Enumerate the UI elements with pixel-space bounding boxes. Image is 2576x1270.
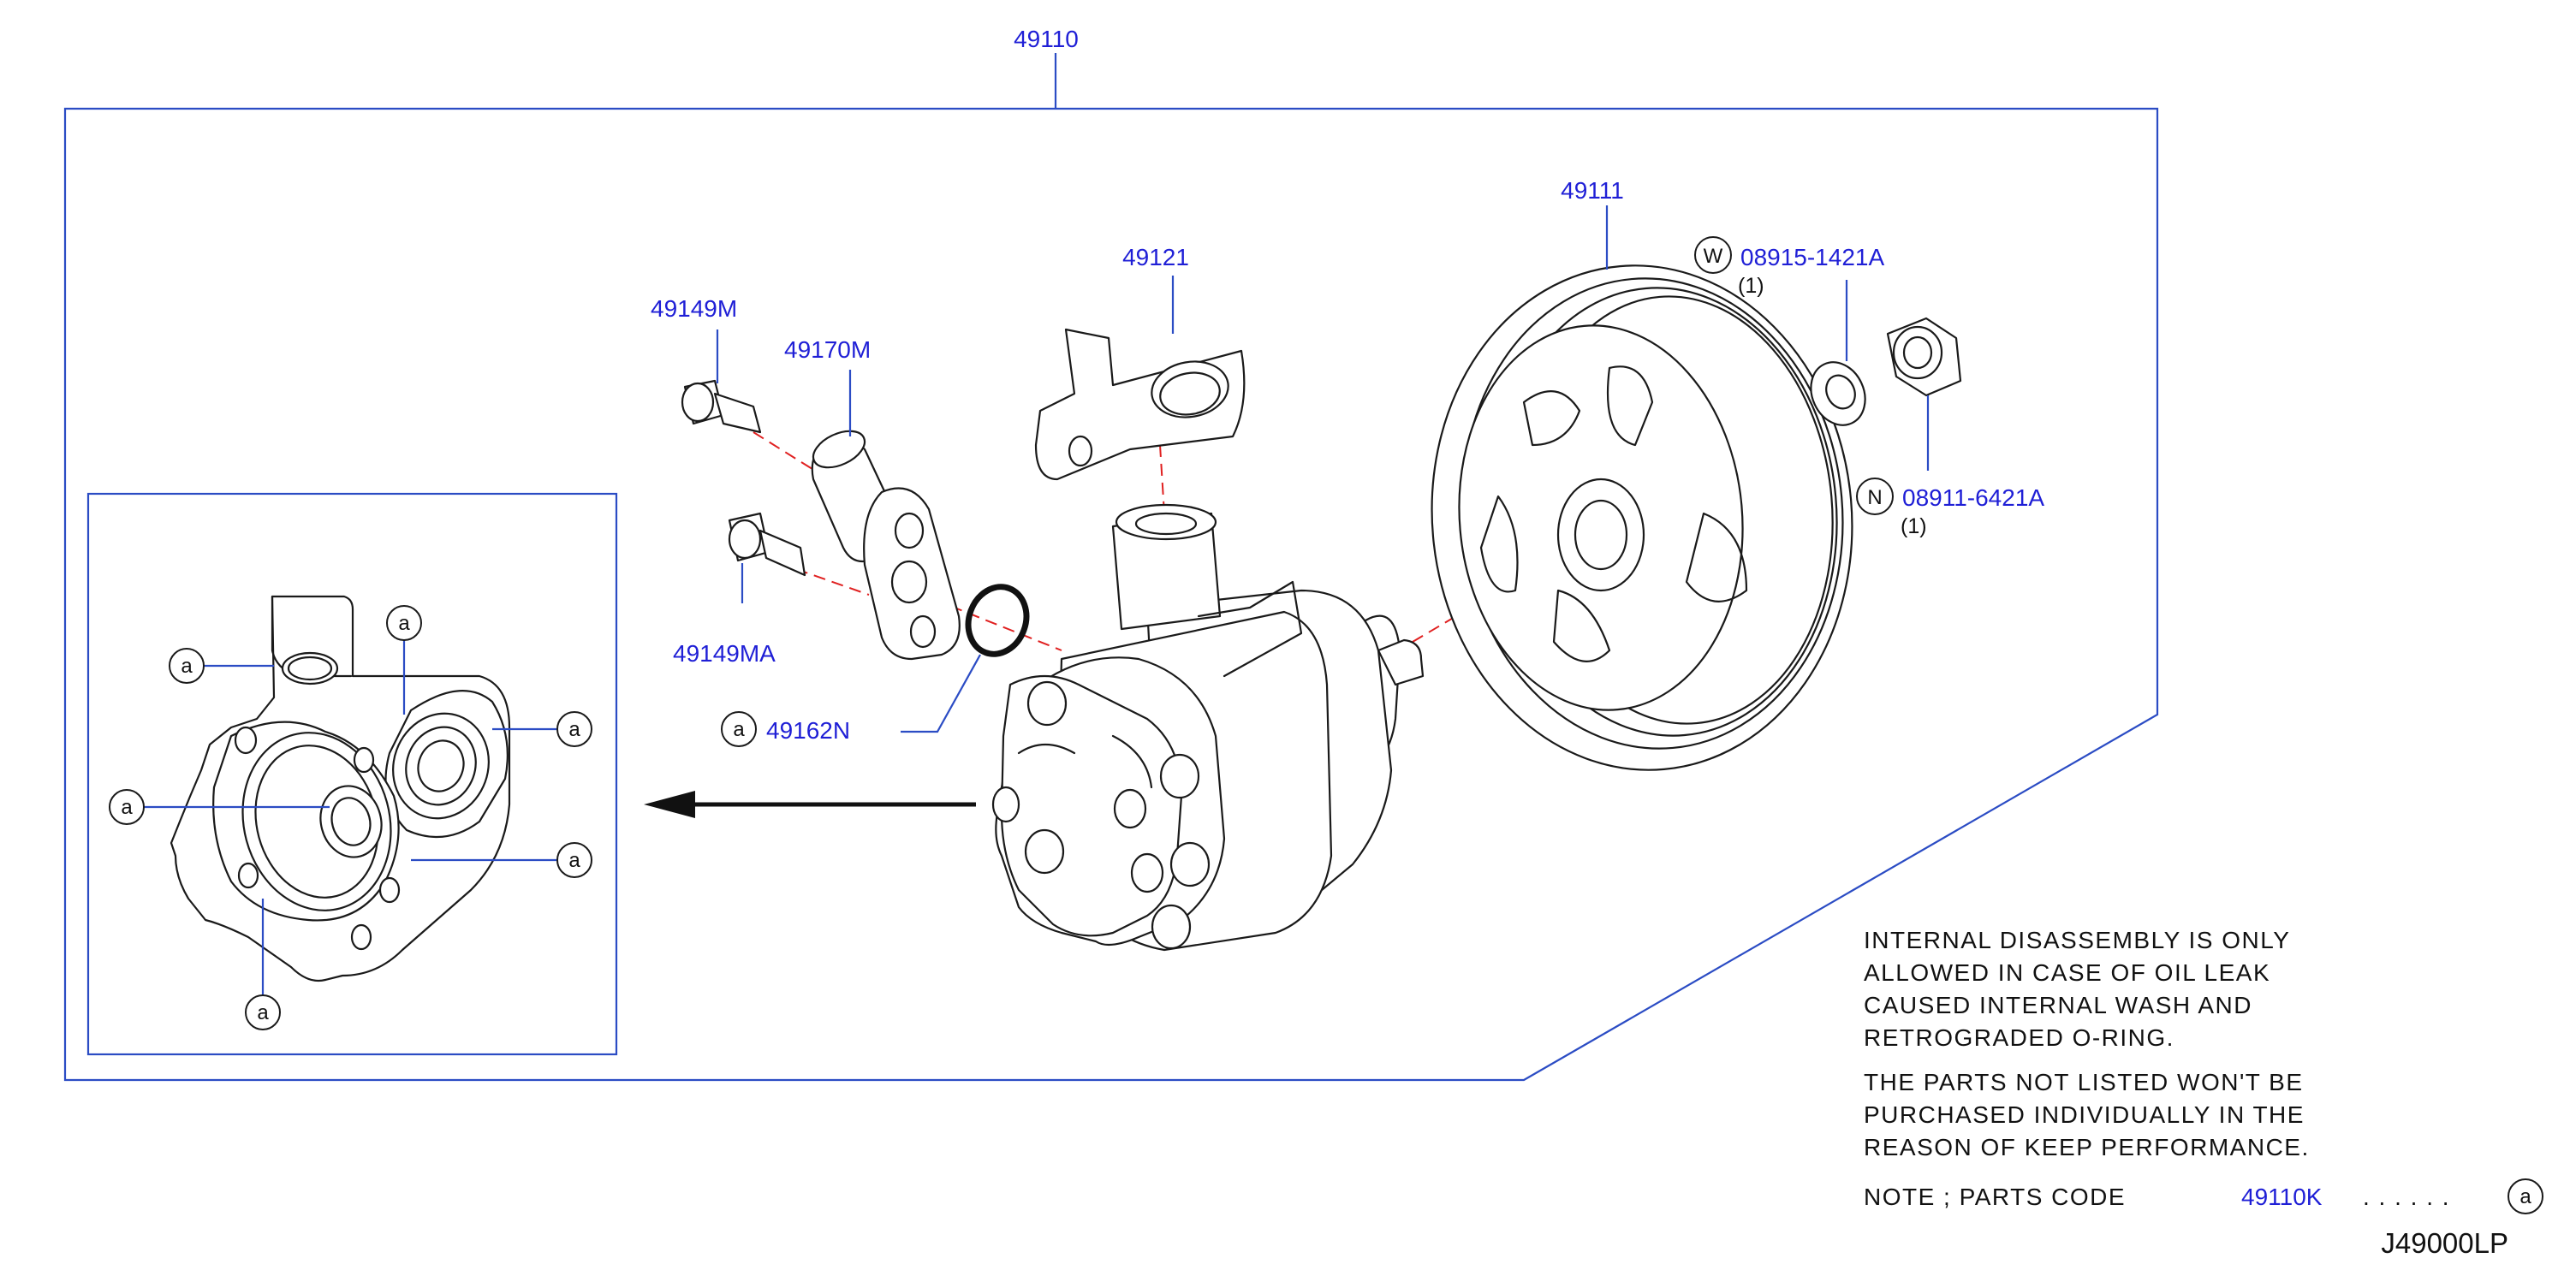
nut-symbol-icon	[1856, 478, 1894, 515]
notes-block: INTERNAL DISASSEMBLY IS ONLY ALLOWED IN …	[1864, 927, 2543, 1214]
oring-drawing	[965, 584, 1030, 657]
inset-housing-drawing	[170, 595, 511, 982]
note-line: REASON OF KEEP PERFORMANCE.	[1864, 1134, 2310, 1160]
bolt-upper-drawing	[681, 379, 762, 434]
washer-symbol-icon	[1694, 236, 1732, 274]
washer-symbol: W	[1704, 245, 1723, 268]
note-parts-code[interactable]: 49110K	[2241, 1184, 2323, 1210]
part-label-bolt-upper[interactable]: 49149M	[651, 295, 737, 322]
nut-symbol: N	[1867, 486, 1882, 509]
note-line: CAUSED INTERNAL WASH AND	[1864, 992, 2252, 1018]
detail-inset-frame	[86, 492, 618, 1056]
assembly-frame	[63, 53, 2159, 1082]
kit-marker: a	[257, 1001, 269, 1024]
note-line: PURCHASED INDIVIDUALLY IN THE	[1864, 1101, 2305, 1128]
note-parts-code-label: NOTE ; PARTS CODE	[1864, 1184, 2126, 1210]
note-line: ALLOWED IN CASE OF OIL LEAK	[1864, 959, 2270, 986]
part-qty-nut: (1)	[1901, 514, 1927, 538]
note-line: INTERNAL DISASSEMBLY IS ONLY	[1864, 927, 2290, 953]
note-dots: . . . . . .	[2363, 1184, 2450, 1210]
kit-marker: a	[733, 718, 745, 741]
diagram-code: J49000LP	[2381, 1227, 2508, 1259]
part-label-bracket[interactable]: 49121	[1122, 244, 1189, 270]
note-line: THE PARTS NOT LISTED WON'T BE	[1864, 1069, 2304, 1095]
part-label-nut[interactable]: 08911-6421A	[1902, 484, 2044, 511]
assembly-label[interactable]: 49110	[1014, 26, 1079, 52]
part-qty-washer: (1)	[1738, 274, 1764, 298]
part-label-connector[interactable]: 49170M	[784, 336, 871, 363]
connector-drawing	[811, 430, 961, 661]
part-label-bolt-lower[interactable]: 49149MA	[673, 640, 776, 667]
kit-marker: a	[568, 849, 580, 872]
kit-marker: a	[121, 796, 133, 819]
kit-marker: a	[181, 655, 193, 678]
kit-marker-icon	[721, 711, 757, 747]
part-label-pulley[interactable]: 49111	[1561, 177, 1624, 204]
inset-kit-callouts: a a a a a a	[109, 605, 592, 1030]
kit-marker: a	[568, 718, 580, 741]
part-leaders	[716, 205, 1930, 733]
pump-body-drawing	[991, 503, 1425, 952]
kit-marker: a	[2519, 1185, 2531, 1208]
note-line: RETROGRADED O-RING.	[1864, 1024, 2174, 1051]
kit-marker: a	[398, 612, 410, 635]
part-label-oring[interactable]: 49162N	[766, 717, 850, 744]
bracket-drawing	[1034, 328, 1246, 481]
detail-arrow	[644, 791, 976, 818]
washer-drawing	[1810, 361, 1866, 426]
part-label-washer[interactable]: 08915-1421A	[1740, 244, 1884, 270]
kit-marker-icon	[2508, 1178, 2543, 1214]
pulley-drawing	[1431, 264, 1853, 771]
bolt-lower-drawing	[728, 512, 806, 577]
nut-drawing	[1886, 317, 1962, 397]
